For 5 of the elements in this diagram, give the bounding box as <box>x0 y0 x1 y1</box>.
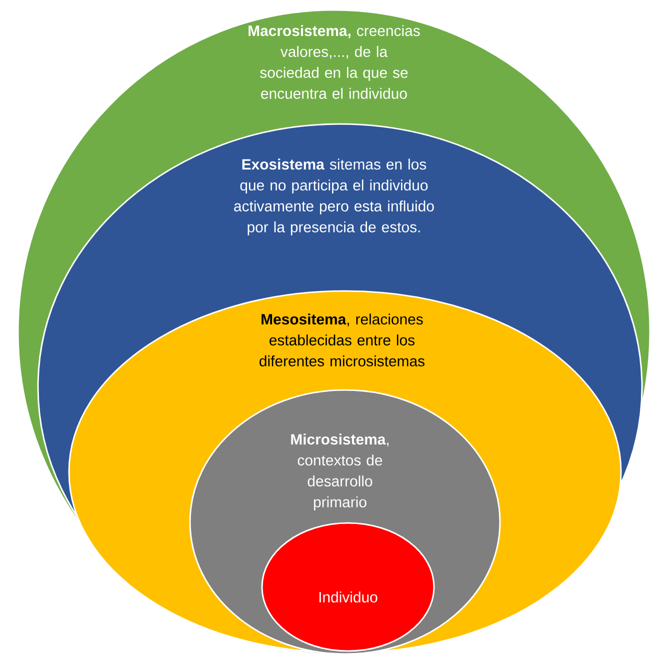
region-text: Individuo <box>319 592 378 602</box>
region-text: Mesositema, relaciones establecidas entre los diferentes microsistemas <box>260 314 424 366</box>
region-text: Macrosistema, creencias valores,..., de la sociedad en la que se encuentra el individuo <box>248 25 420 99</box>
region-text: Exosistema sitemas en los que no participa el individuo activamente pero esta influido por la presencia de estos. <box>234 158 434 236</box>
region-text: Microsistema, contextos de desarrollo primario <box>291 434 388 510</box>
